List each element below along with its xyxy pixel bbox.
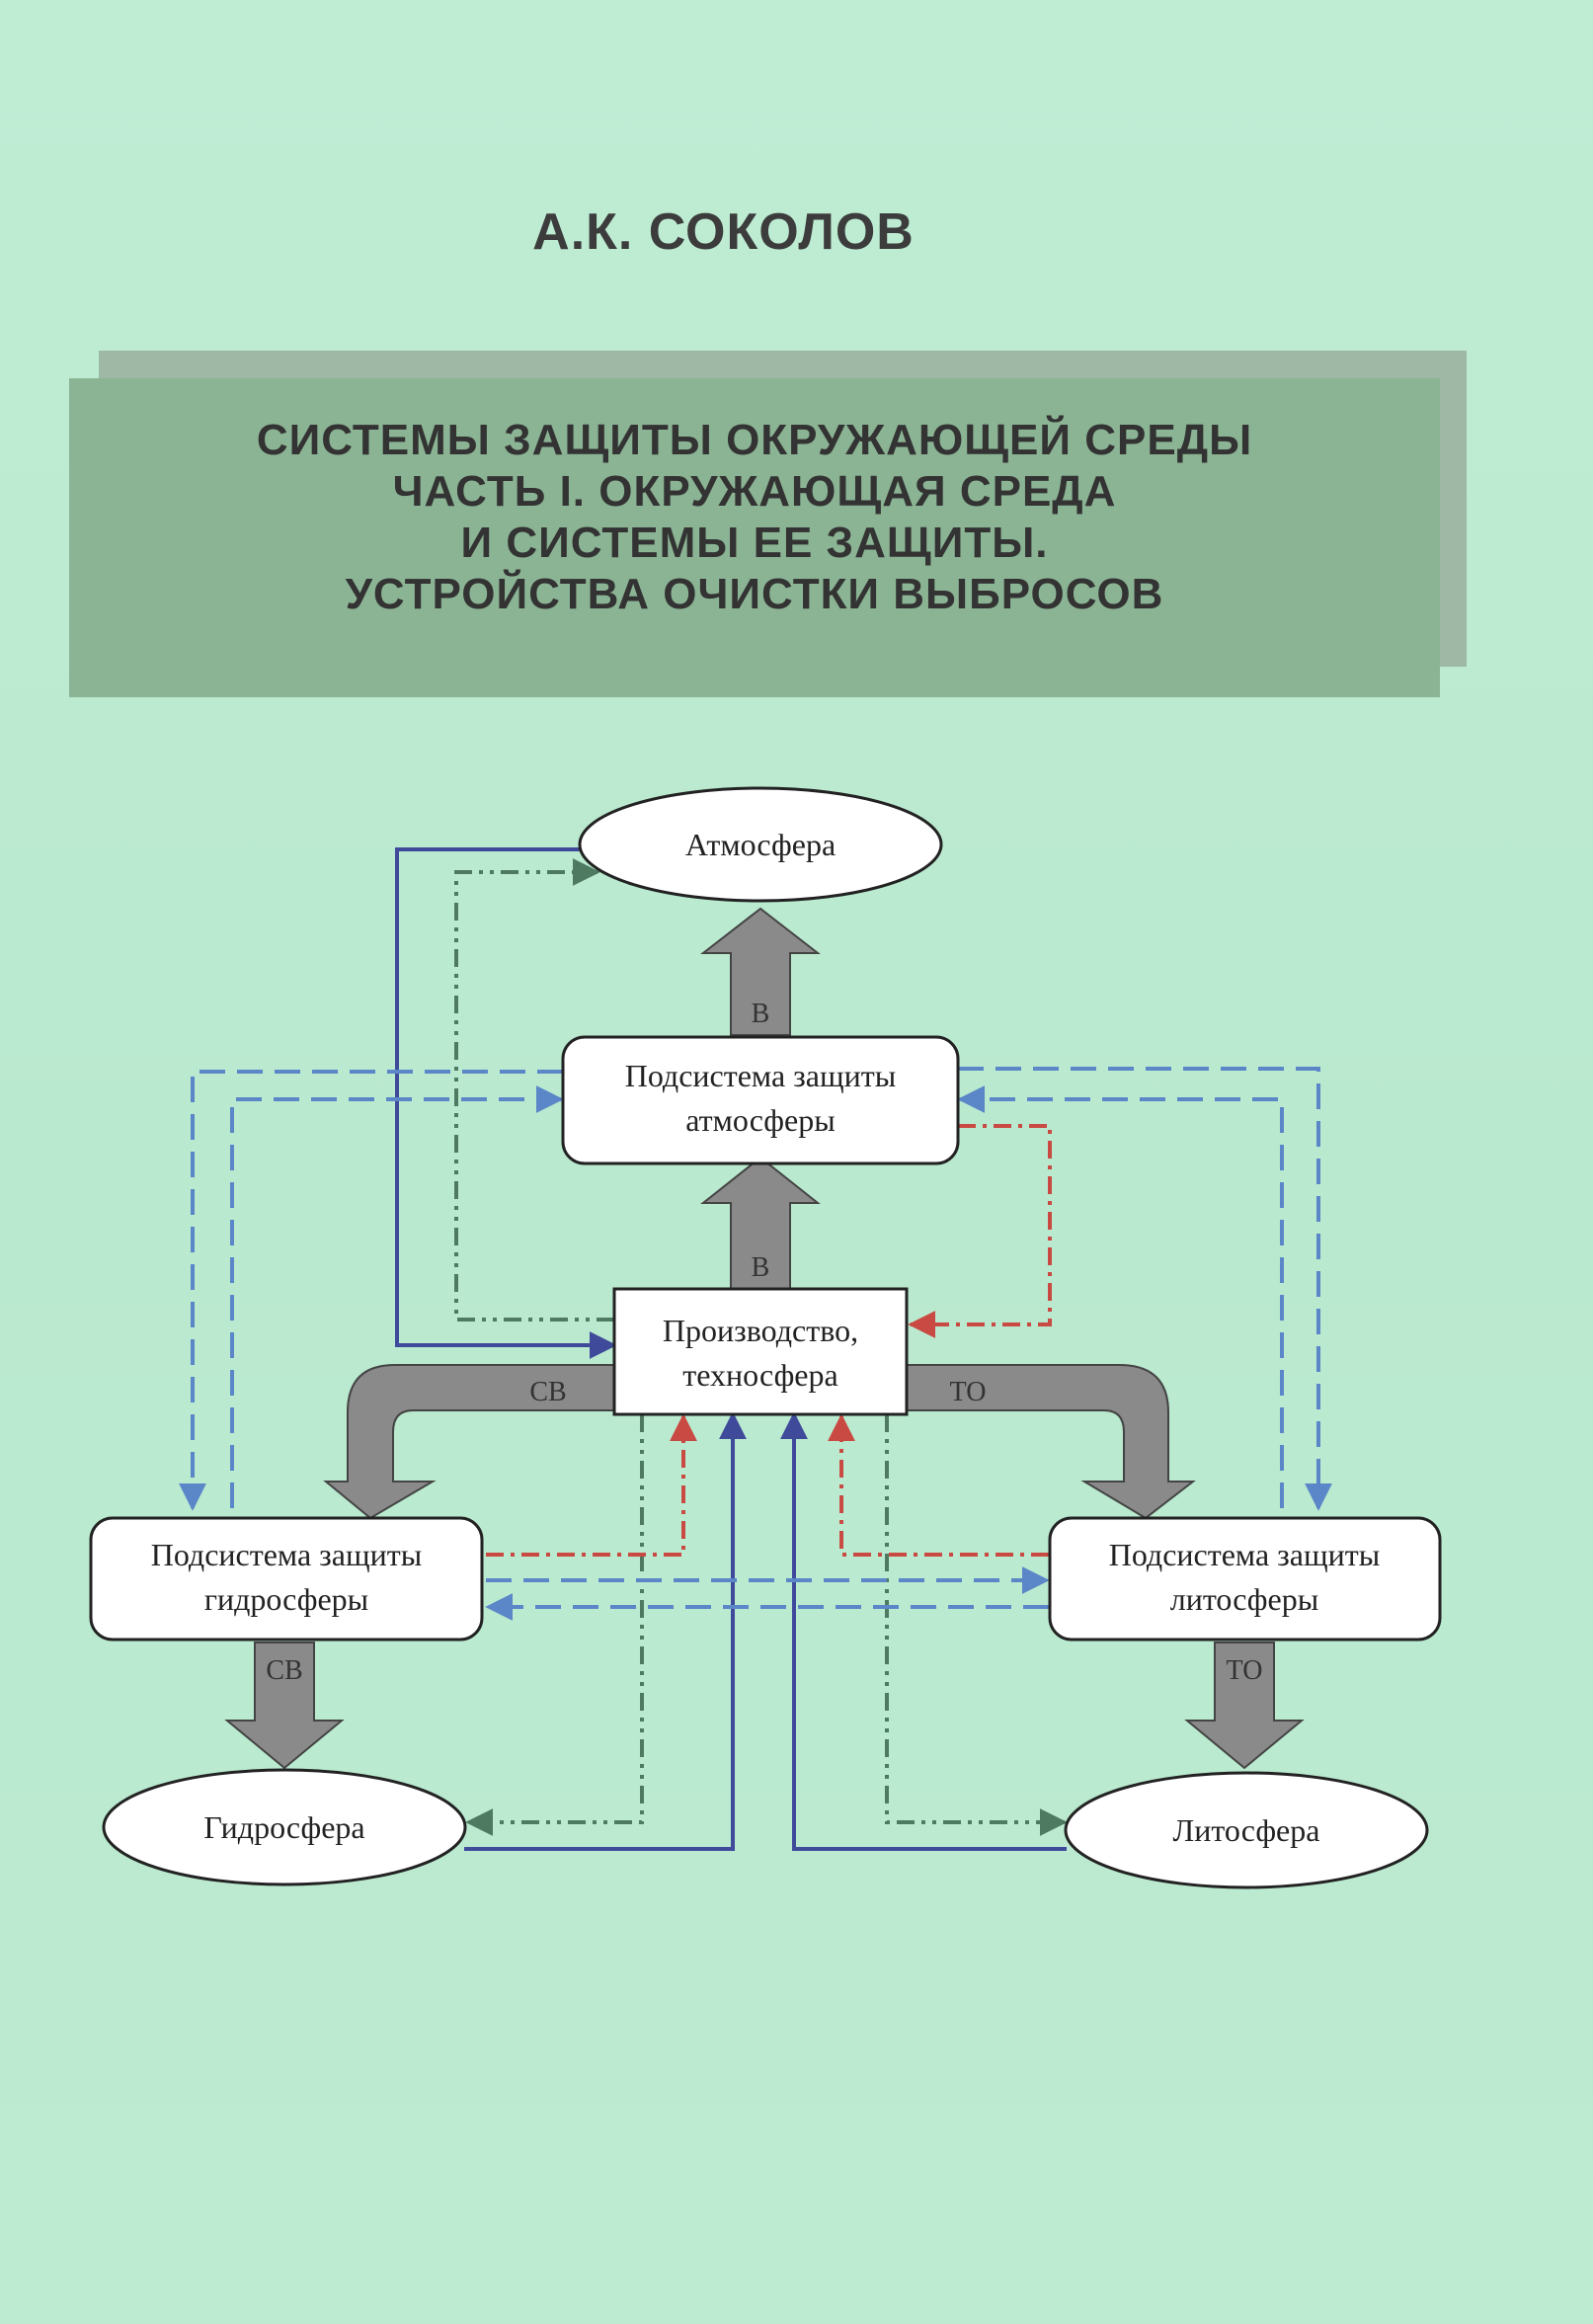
environment-protection-diagram: В В СВ ТО СВ ТО — [89, 786, 1442, 1889]
node-production: Производство, техносфера — [612, 1287, 909, 1416]
arrow-to-right — [906, 1364, 1196, 1520]
line-atm-prot-to-hydro-prot — [179, 1070, 563, 1511]
title-line-2: ЧАСТЬ I. ОКРУЖАЮЩАЯ СРЕДА — [392, 467, 1117, 516]
node-atm-protection: Подсистема защиты атмосферы — [561, 1035, 960, 1165]
line-production-to-atmosphere — [454, 858, 614, 1322]
production-line-2: техносфера — [682, 1357, 837, 1393]
node-lithosphere: Литосфера — [1064, 1771, 1429, 1889]
arrow-to-atmosphere — [700, 907, 821, 1036]
book-title: СИСТЕМЫ ЗАЩИТЫ ОКРУЖАЮЩЕЙ СРЕДЫ ЧАСТЬ I.… — [69, 415, 1440, 620]
hydro-protection-line-2: гидросферы — [204, 1581, 368, 1617]
flow-label-to-right: ТО — [950, 1377, 987, 1407]
hydrosphere-label: Гидросфера — [203, 1809, 364, 1845]
node-litho-protection: Подсистема защиты литосферы — [1048, 1516, 1442, 1642]
flow-label-sv-left: СВ — [529, 1377, 566, 1407]
green-dashdot-lines — [454, 858, 1068, 1836]
big-flow-arrows — [224, 907, 1305, 1770]
atmosphere-label: Атмосфера — [685, 827, 836, 862]
arrow-to-down — [1184, 1642, 1305, 1770]
title-line-1: СИСТЕМЫ ЗАЩИТЫ ОКРУЖАЮЩЕЙ СРЕДЫ — [256, 416, 1253, 464]
line-atm-prot-to-production — [908, 1124, 1052, 1338]
flow-label-to-down: ТО — [1227, 1655, 1263, 1686]
title-line-3: И СИСТЕМЫ ЕЕ ЗАЩИТЫ. — [460, 519, 1049, 567]
line-litho-prot-to-production — [828, 1413, 1049, 1557]
arrow-sv-left — [323, 1364, 615, 1520]
author-name: А.К. СОКОЛОВ — [532, 203, 915, 261]
title-line-4: УСТРОЙСТВА ОЧИСТКИ ВЫБРОСОВ — [345, 570, 1164, 618]
production-line-1: Производство, — [663, 1313, 858, 1348]
node-hydrosphere: Гидросфера — [102, 1768, 467, 1886]
line-lithosphere-to-production — [780, 1411, 1067, 1851]
line-production-to-hydrosphere — [465, 1414, 644, 1836]
line-litho-prot-to-atm-prot — [957, 1085, 1284, 1508]
litho-protection-line-2: литосферы — [1170, 1581, 1318, 1617]
blue-dashed-lines — [179, 1067, 1332, 1621]
title-box — [69, 378, 1440, 697]
line-hydro-prot-to-production — [486, 1413, 697, 1557]
line-atm-prot-to-litho-prot — [958, 1067, 1332, 1511]
arrow-sv-down — [224, 1642, 345, 1770]
line-production-to-lithosphere — [885, 1414, 1068, 1836]
line-hydrosphere-to-production — [464, 1411, 747, 1851]
hydro-protection-line-1: Подсистема защиты — [151, 1537, 423, 1572]
red-dashdot-lines — [486, 1124, 1052, 1557]
flow-label-v-mid: В — [752, 1252, 770, 1283]
atm-protection-line-1: Подсистема защиты — [625, 1058, 897, 1093]
node-hydro-protection: Подсистема защиты гидросферы — [89, 1516, 484, 1642]
node-atmosphere: Атмосфера — [578, 786, 943, 903]
flow-label-v-top: В — [752, 999, 770, 1029]
arrow-to-atm-protection — [700, 1156, 821, 1290]
atm-protection-line-2: атмосферы — [685, 1102, 835, 1138]
lithosphere-label: Литосфера — [1173, 1812, 1320, 1848]
flow-label-sv-down: СВ — [266, 1655, 302, 1686]
line-hydro-prot-to-atm-prot — [230, 1085, 564, 1508]
litho-protection-line-1: Подсистема защиты — [1109, 1537, 1381, 1572]
